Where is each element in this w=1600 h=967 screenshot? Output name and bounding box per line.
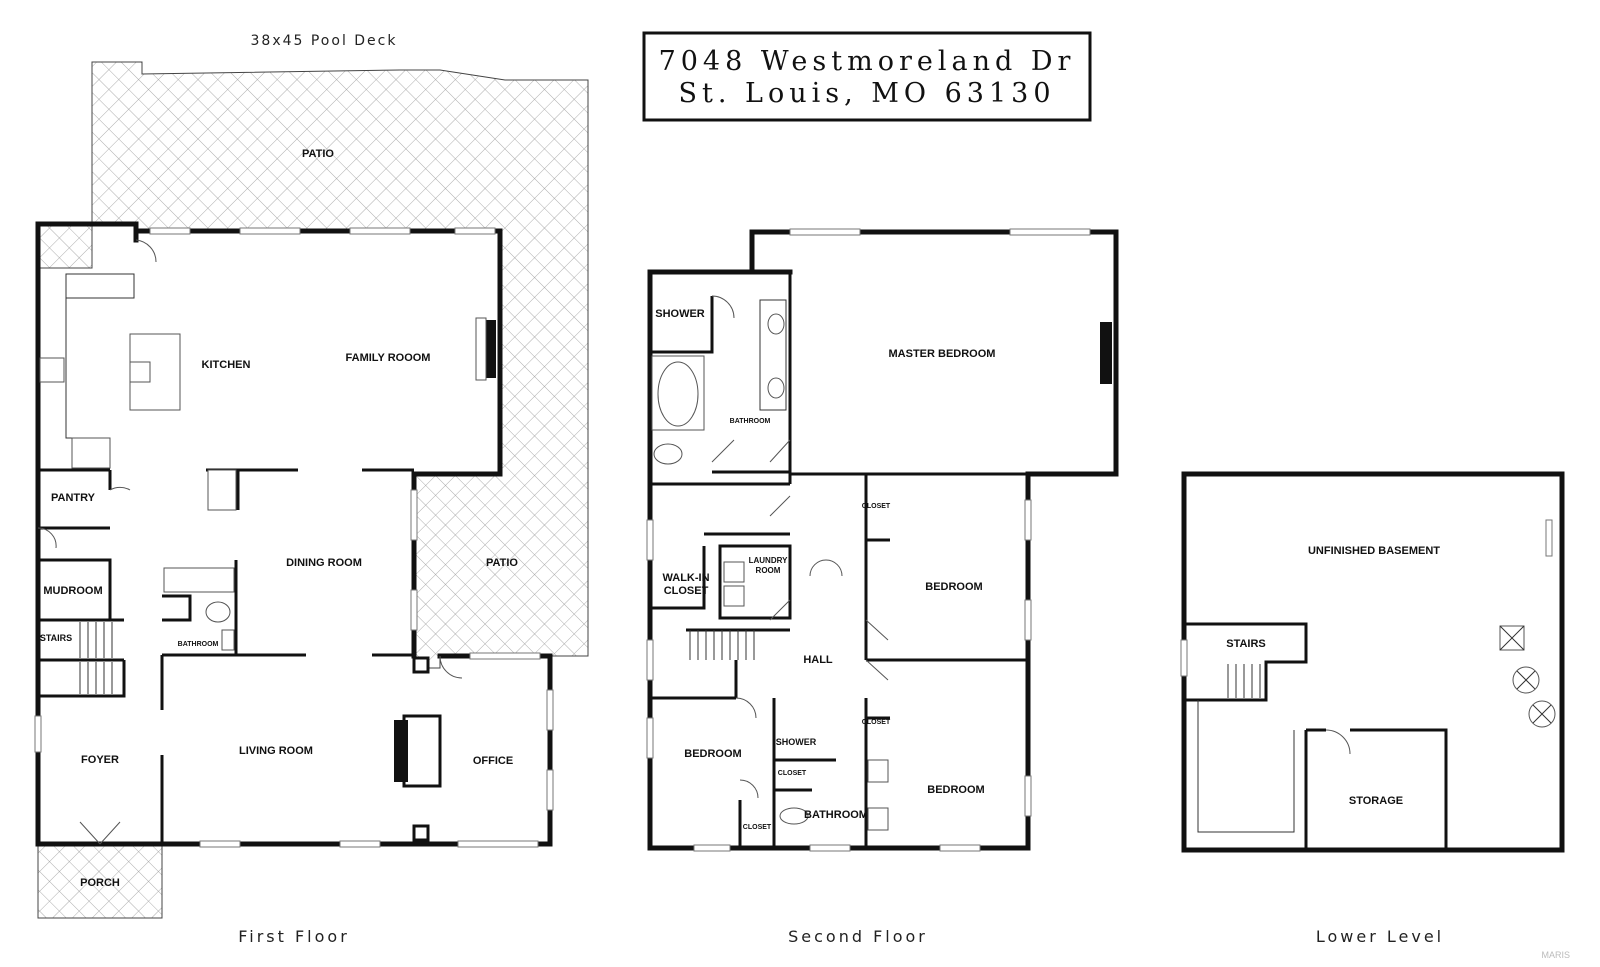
room-office: OFFICE: [473, 755, 513, 767]
watermark: MARIS: [1541, 950, 1570, 960]
address-box: 7048 Westmoreland Dr St. Louis, MO 63130: [642, 31, 1092, 122]
room-bathroom-first: BATHROOM: [178, 641, 219, 648]
room-hall: HALL: [803, 654, 833, 666]
room-closet-bottom: CLOSET: [743, 824, 772, 831]
room-family-room: FAMILY ROOOM: [346, 352, 431, 364]
room-shower-small: SHOWER: [776, 737, 817, 747]
room-stairs-lower: STAIRS: [1226, 638, 1266, 650]
room-stairs-first: STAIRS: [40, 633, 72, 643]
room-living-room: LIVING ROOM: [239, 745, 313, 757]
second-floor-windows: [646, 228, 1091, 852]
first-floor-plan: 38x45 Pool Deck: [34, 33, 589, 946]
lower-level-label: Lower Level: [1316, 927, 1444, 946]
address-line2: St. Louis, MO 63130: [679, 78, 1056, 109]
pool-deck-label: 38x45 Pool Deck: [251, 33, 398, 49]
room-closet-top: CLOSET: [862, 503, 891, 510]
room-bathroom-small: BATHROOM: [804, 809, 868, 821]
room-laundry-2: ROOM: [756, 566, 781, 575]
lower-level-plan: UNFINISHED BASEMENT STAIRS STORAGE Lower…: [1180, 471, 1565, 946]
room-walk-in-2: CLOSET: [664, 585, 709, 597]
room-laundry-1: LAUNDRY: [749, 556, 788, 565]
room-closet-right: CLOSET: [862, 719, 891, 726]
room-closet-mid: CLOSET: [778, 770, 807, 777]
room-porch: PORCH: [80, 877, 120, 889]
second-floor-label: Second Floor: [788, 927, 928, 946]
room-kitchen: KITCHEN: [202, 359, 251, 371]
room-bedroom-right-bottom: BEDROOM: [927, 784, 984, 796]
room-bedroom-right-top: BEDROOM: [925, 581, 982, 593]
room-foyer: FOYER: [81, 754, 119, 766]
room-unfinished-basement: UNFINISHED BASEMENT: [1308, 545, 1440, 557]
room-mudroom: MUDROOM: [43, 585, 102, 597]
first-floor-label: First Floor: [238, 927, 350, 946]
room-patio-side: PATIO: [486, 557, 518, 569]
room-bedroom-left: BEDROOM: [684, 748, 741, 760]
room-walk-in-1: WALK-IN: [662, 572, 709, 584]
room-master-bedroom: MASTER BEDROOM: [889, 348, 996, 360]
room-patio-top: PATIO: [302, 148, 334, 160]
room-bathroom-master: BATHROOM: [730, 418, 771, 425]
address-line1: 7048 Westmoreland Dr: [659, 46, 1076, 77]
room-storage: STORAGE: [1349, 795, 1403, 807]
room-dining-room: DINING ROOM: [286, 557, 362, 569]
first-floor-windows: [34, 227, 554, 848]
room-pantry: PANTRY: [51, 492, 96, 504]
second-floor-plan: SHOWER BATHROOM MASTER BEDROOM CLOSET WA…: [646, 228, 1119, 946]
room-shower: SHOWER: [655, 308, 705, 320]
